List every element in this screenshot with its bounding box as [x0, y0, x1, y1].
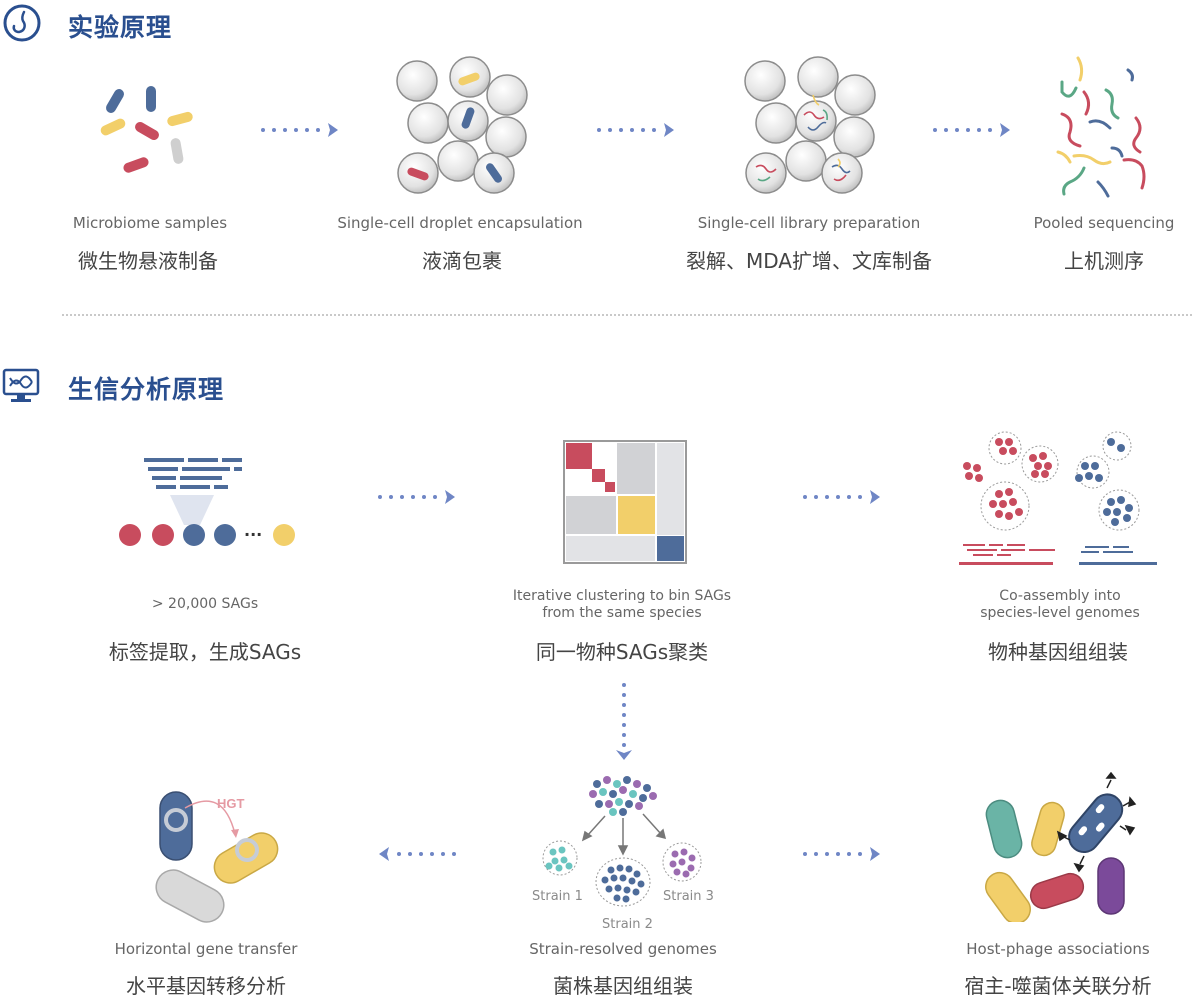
pooled-sequencing-illustration — [1056, 56, 1146, 198]
step-label-en-droplet: Single-cell droplet encapsulation — [337, 214, 583, 232]
step-label-zh-sequencing: 上机测序 — [1064, 249, 1144, 273]
flow-arrow-right — [378, 490, 455, 504]
section-divider — [62, 314, 1192, 316]
microbiome-samples-illustration — [100, 86, 193, 173]
step-label-en-coassembly: Co-assembly into species-level genomes — [910, 588, 1200, 622]
step-label-zh-hgt: 水平基因转移分析 — [126, 974, 286, 998]
flow-arrow-down — [616, 683, 632, 760]
strain-2-label: Strain 2 — [602, 917, 653, 932]
step-label-en-sequencing: Pooled sequencing — [1033, 214, 1175, 232]
step-label-en-hgt: Horizontal gene transfer — [114, 940, 298, 958]
strain-1-label: Strain 1 — [532, 889, 583, 904]
flow-arrow-left — [379, 847, 456, 861]
step-label-en-host-phage: Host-phage associations — [966, 940, 1150, 958]
step-label-zh-clustering: 同一物种SAGs聚类 — [535, 640, 709, 664]
flow-arrow-right — [803, 490, 880, 504]
step-label-zh-strain: 菌株基因组组装 — [553, 974, 693, 998]
co-assembly-illustration — [959, 431, 1157, 565]
section-title-bioinfo: 生信分析原理 — [68, 375, 225, 404]
step-label-zh-host-phage: 宿主-噬菌体关联分析 — [964, 974, 1152, 998]
library-preparation-illustration — [744, 56, 876, 194]
step-label-zh-droplet: 液滴包裹 — [422, 249, 502, 273]
step-label-en-microbiome: Microbiome samples — [72, 214, 228, 232]
flow-arrow-right — [261, 123, 338, 137]
step-label-zh-microbiome: 微生物悬液制备 — [78, 249, 218, 273]
dna-monitor-icon — [2, 368, 40, 402]
step-label-en-library: Single-cell library preparation — [697, 214, 921, 232]
sags-generation-illustration: ··· — [119, 458, 295, 546]
step-label-zh-library: 裂解、MDA扩增、文库制备 — [686, 249, 932, 273]
section-title-experiment: 实验原理 — [68, 13, 173, 42]
droplet-encapsulation-illustration — [396, 56, 528, 194]
step-label-en-clustering-line2: from the same species — [542, 605, 702, 621]
step-label-zh-sags: 标签提取，生成SAGs — [108, 640, 302, 664]
clustering-matrix-illustration — [563, 440, 687, 564]
hgt-illustration: HGT — [155, 791, 279, 923]
flow-arrow-right — [933, 123, 1010, 137]
step-label-en-coassembly-line1: Co-assembly into — [999, 588, 1121, 604]
step-label-en-clustering: Iterative clustering to bin SAGs from th… — [472, 588, 772, 622]
step-label-en-clustering-line1: Iterative clustering to bin SAGs — [512, 588, 732, 604]
strain-resolution-illustration: Strain 1 Strain 2 Strain 3 — [532, 776, 714, 932]
ellipsis-text: ··· — [244, 525, 262, 544]
host-phage-illustration — [985, 772, 1137, 922]
step-label-en-strain: Strain-resolved genomes — [529, 940, 717, 958]
step-label-en-sags: > 20,000 SAGs — [151, 596, 259, 612]
step-label-zh-coassembly: 物种基因组组装 — [988, 640, 1128, 664]
flow-arrow-right — [803, 847, 880, 861]
flow-arrow-right — [597, 123, 674, 137]
hgt-label: HGT — [217, 796, 245, 811]
flask-circle-icon — [3, 4, 41, 42]
step-label-en-coassembly-line2: species-level genomes — [980, 605, 1140, 621]
strain-3-label: Strain 3 — [663, 889, 714, 904]
